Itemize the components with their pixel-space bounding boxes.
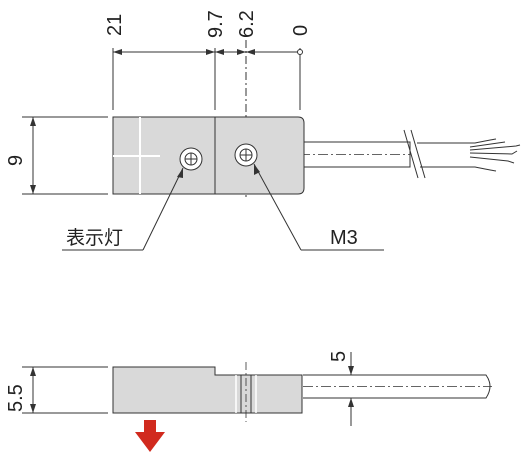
label-m3: M3 — [330, 227, 358, 249]
wire — [469, 141, 506, 148]
arrowhead — [348, 366, 354, 375]
dim-21: 21 — [104, 14, 126, 36]
sensor-body — [112, 116, 305, 195]
arrowhead — [206, 49, 215, 55]
arrowhead — [348, 398, 354, 407]
sensor-body-side — [112, 366, 303, 414]
dim-6-2: 6.2 — [236, 10, 258, 38]
arrowhead — [215, 49, 224, 55]
label-indicator-lamp: 表示灯 — [66, 227, 123, 249]
top-view: 21 9.7 6.2 0 9 — [5, 10, 521, 251]
origin-marker — [297, 49, 303, 55]
break-mark — [410, 129, 426, 179]
cable-outline — [420, 166, 497, 172]
break-mark — [403, 129, 419, 179]
mounting-direction-arrow-icon — [135, 420, 165, 452]
arrowhead — [30, 117, 36, 126]
arrowhead — [30, 367, 36, 376]
wire — [469, 144, 521, 151]
dim-9: 9 — [5, 155, 27, 166]
wire — [469, 150, 518, 155]
arrowhead — [30, 185, 36, 194]
dim-5-5: 5.5 — [5, 384, 27, 412]
arrowhead — [237, 49, 246, 55]
wire — [469, 156, 515, 164]
cable-outline — [417, 138, 497, 144]
arrowhead — [254, 164, 260, 175]
arrowhead — [30, 404, 36, 413]
arrowhead — [113, 49, 122, 55]
dim-5: 5 — [328, 351, 350, 362]
leader-line-indicator — [142, 167, 184, 251]
side-view: 5.5 5 — [5, 351, 492, 452]
dim-0: 0 — [290, 25, 312, 36]
dim-9-7: 9.7 — [205, 10, 227, 38]
arrowhead — [246, 49, 255, 55]
leader-line-m3 — [253, 163, 302, 251]
arrowhead — [177, 168, 183, 178]
